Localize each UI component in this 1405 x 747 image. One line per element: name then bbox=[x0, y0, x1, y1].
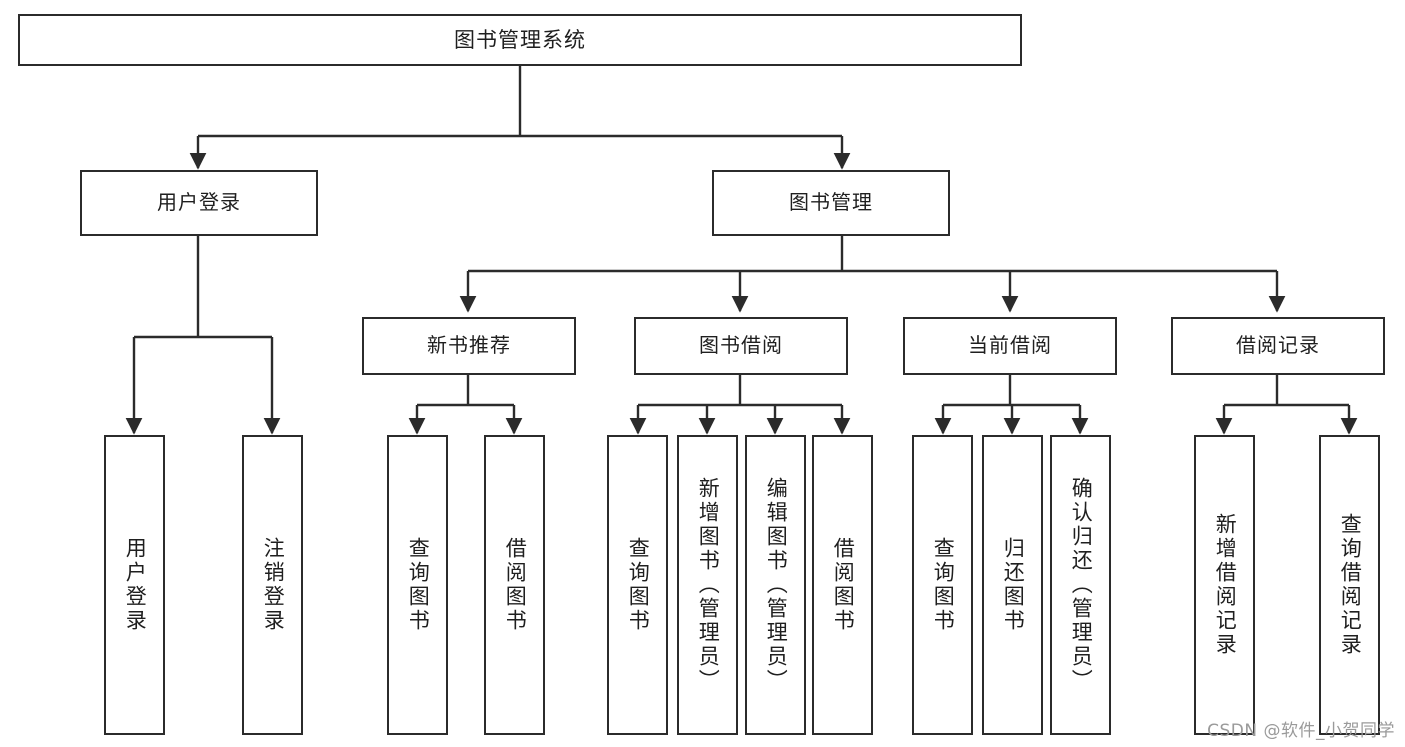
node-new-book-recommendation[interactable]: 新书推荐 bbox=[362, 317, 576, 375]
node-label: 用户登录 bbox=[157, 190, 241, 215]
leaf-query-borrow-record[interactable]: 查询借阅记录 bbox=[1319, 435, 1380, 735]
node-label: 归还图书 bbox=[1001, 537, 1026, 633]
node-label: 新增图书（管理员） bbox=[696, 477, 721, 693]
leaf-logout[interactable]: 注销登录 bbox=[242, 435, 303, 735]
leaf-edit-book-admin[interactable]: 编辑图书（管理员） bbox=[745, 435, 806, 735]
node-label: 借阅图书 bbox=[503, 537, 528, 633]
node-user-login[interactable]: 用户登录 bbox=[80, 170, 318, 236]
node-borrowing-record[interactable]: 借阅记录 bbox=[1171, 317, 1385, 375]
leaf-borrow-book-borrowing[interactable]: 借阅图书 bbox=[812, 435, 873, 735]
leaf-query-book-recommendation[interactable]: 查询图书 bbox=[387, 435, 448, 735]
node-label: 借阅图书 bbox=[831, 537, 856, 633]
node-current-borrowing[interactable]: 当前借阅 bbox=[903, 317, 1117, 375]
node-label: 借阅记录 bbox=[1236, 333, 1320, 358]
watermark-text: CSDN @软件_小贺同学 bbox=[1207, 721, 1395, 741]
node-label: 图书管理系统 bbox=[454, 27, 586, 52]
leaf-confirm-return-admin[interactable]: 确认归还（管理员） bbox=[1050, 435, 1111, 735]
node-label: 编辑图书（管理员） bbox=[764, 477, 789, 693]
node-label: 确认归还（管理员） bbox=[1069, 477, 1094, 693]
node-label: 用户登录 bbox=[123, 537, 148, 633]
node-root-book-management-system[interactable]: 图书管理系统 bbox=[18, 14, 1022, 66]
leaf-user-login[interactable]: 用户登录 bbox=[104, 435, 165, 735]
leaf-add-book-admin[interactable]: 新增图书（管理员） bbox=[677, 435, 738, 735]
node-label: 查询借阅记录 bbox=[1338, 513, 1363, 657]
node-label: 图书管理 bbox=[789, 190, 873, 215]
leaf-borrow-book-recommendation[interactable]: 借阅图书 bbox=[484, 435, 545, 735]
node-label: 当前借阅 bbox=[968, 333, 1052, 358]
node-label: 新增借阅记录 bbox=[1213, 513, 1238, 657]
leaf-query-book-borrowing[interactable]: 查询图书 bbox=[607, 435, 668, 735]
node-label: 查询图书 bbox=[626, 537, 651, 633]
node-label: 查询图书 bbox=[931, 537, 956, 633]
node-label: 图书借阅 bbox=[699, 333, 783, 358]
node-label: 新书推荐 bbox=[427, 333, 511, 358]
node-book-management[interactable]: 图书管理 bbox=[712, 170, 950, 236]
node-label: 注销登录 bbox=[261, 537, 286, 633]
leaf-add-borrow-record[interactable]: 新增借阅记录 bbox=[1194, 435, 1255, 735]
leaf-return-book[interactable]: 归还图书 bbox=[982, 435, 1043, 735]
leaf-query-book-current[interactable]: 查询图书 bbox=[912, 435, 973, 735]
node-book-borrowing[interactable]: 图书借阅 bbox=[634, 317, 848, 375]
node-label: 查询图书 bbox=[406, 537, 431, 633]
